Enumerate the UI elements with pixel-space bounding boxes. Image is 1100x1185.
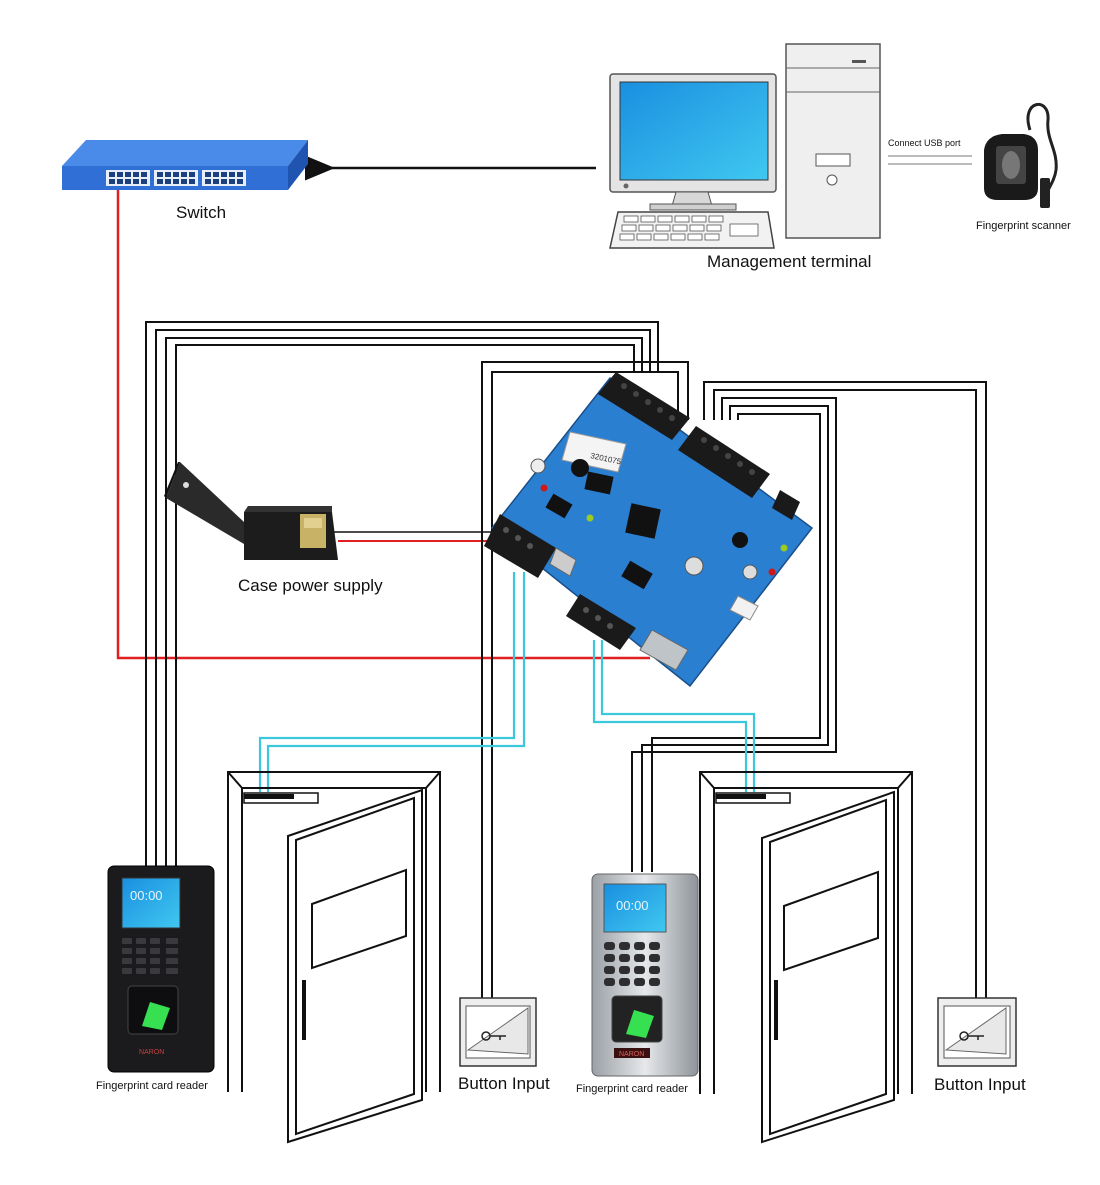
door-right	[699, 771, 913, 1144]
switch-label: Switch	[176, 203, 227, 222]
door-sensor-cable-left	[258, 572, 526, 792]
fingerprint-scanner	[984, 103, 1058, 208]
reader-right-time: 00:00	[616, 898, 649, 913]
right-button-wires	[703, 381, 987, 1000]
reader-left-brand: NARON	[139, 1049, 164, 1056]
button-input-left-label: Button Input	[458, 1074, 550, 1093]
lan-cable	[116, 190, 650, 660]
reader-right-label: Fingerprint card reader	[576, 1083, 688, 1095]
fingerprint-reader-left: 00:00 NARON	[107, 865, 215, 1073]
exit-button-right	[937, 997, 1017, 1067]
controller-board: 3201075	[484, 372, 814, 688]
reader-right-brand: NARON	[619, 1051, 644, 1058]
computer-keyboard	[609, 211, 775, 249]
computer-monitor	[609, 73, 777, 211]
fingerprint-reader-right: 00:00 NARON	[591, 873, 699, 1077]
reader-left-time: 00:00	[130, 888, 163, 903]
button-input-right-label: Button Input	[934, 1075, 1026, 1094]
power-supply-case	[164, 462, 338, 560]
connect-usb-label: Connect USB port	[888, 138, 961, 148]
door-left	[227, 771, 441, 1144]
exit-button-left	[459, 997, 537, 1067]
left-reader-bundle	[145, 321, 659, 868]
door-sensor-cable-right	[592, 640, 756, 792]
management-terminal-label: Management terminal	[707, 252, 872, 271]
network-switch	[62, 140, 308, 190]
computer-tower	[785, 43, 881, 239]
fingerprint-scanner-label: Fingerprint scanner	[976, 220, 1071, 232]
left-button-wires	[481, 361, 689, 998]
right-reader-bundle	[631, 397, 837, 872]
case-power-supply-label: Case power supply	[238, 576, 383, 595]
reader-left-label: Fingerprint card reader	[96, 1080, 208, 1092]
